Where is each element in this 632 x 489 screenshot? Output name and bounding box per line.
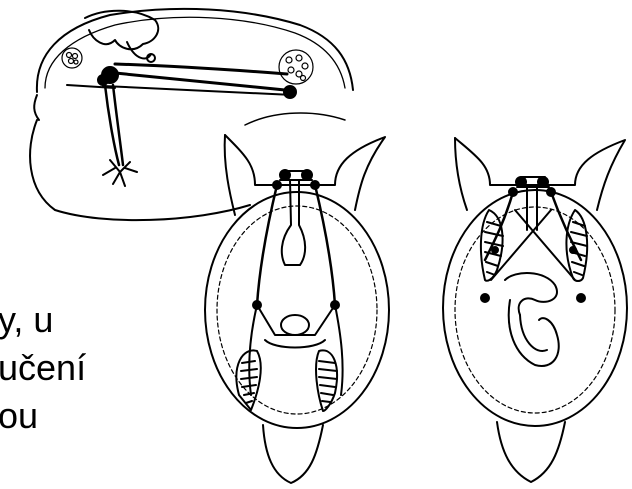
tail-outline	[263, 425, 323, 483]
nerve-ring	[273, 170, 319, 189]
text-line-1: y, u	[0, 296, 86, 344]
shell-oval	[443, 190, 627, 426]
shell-oval	[205, 192, 389, 428]
ganglion-left	[62, 48, 82, 68]
text-line-2: učení	[0, 344, 86, 392]
slide-body-text: y, u učení ou	[0, 296, 86, 440]
text-line-3: ou	[0, 392, 86, 440]
visceral-hump	[85, 11, 158, 50]
snail-dorsal-twisted-figure	[435, 130, 630, 487]
snail-dorsal-untwisted-figure	[195, 125, 395, 487]
nerve-ring	[509, 177, 555, 196]
gill-right	[566, 210, 587, 281]
ganglion-right	[279, 50, 313, 84]
head-outline	[455, 138, 625, 210]
tail-outline	[497, 422, 565, 482]
